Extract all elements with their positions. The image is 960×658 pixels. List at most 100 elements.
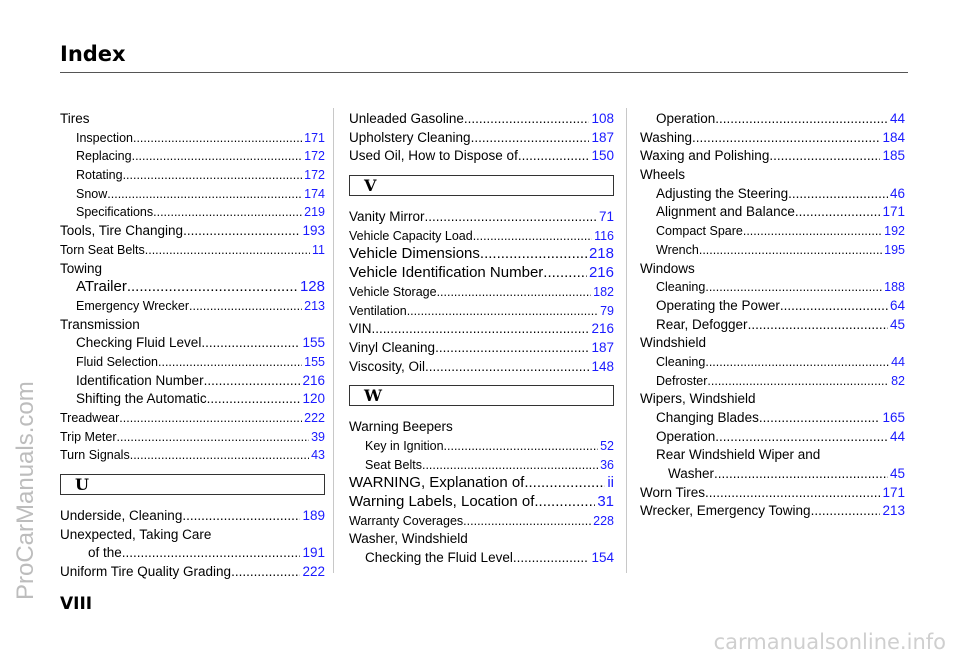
page-reference-link[interactable]: 187 xyxy=(591,339,614,355)
index-entry[interactable]: Vinyl Cleaning187 xyxy=(349,339,614,358)
page-reference-link[interactable]: 36 xyxy=(600,457,614,472)
page-reference-link[interactable]: 213 xyxy=(882,503,905,519)
page-reference-link[interactable]: 228 xyxy=(593,513,614,528)
index-entry[interactable]: Waxing and Polishing185 xyxy=(640,147,905,166)
page-reference-link[interactable]: 82 xyxy=(891,373,905,388)
index-entry[interactable]: Rotating172 xyxy=(60,166,325,185)
page-reference-link[interactable]: 11 xyxy=(312,242,325,257)
index-entry[interactable]: Turn Signals43 xyxy=(60,446,325,465)
index-entry[interactable]: Warranty Coverages228 xyxy=(349,512,614,531)
page-reference-link[interactable]: 182 xyxy=(593,284,614,299)
index-entry[interactable]: Uniform Tire Quality Grading222 xyxy=(60,563,325,582)
index-entry[interactable]: Defroster82 xyxy=(640,372,905,391)
page-reference-link[interactable]: 195 xyxy=(884,242,905,257)
index-entry[interactable]: Shifting the Automatic120 xyxy=(60,390,325,409)
index-entry[interactable]: Washer45 xyxy=(640,465,905,484)
index-entry[interactable]: Cleaning44 xyxy=(640,353,905,372)
page-reference-link[interactable]: 46 xyxy=(889,185,905,201)
page-reference-link[interactable]: 64 xyxy=(889,297,905,313)
page-reference-link[interactable]: 216 xyxy=(302,372,325,388)
page-reference-link[interactable]: 120 xyxy=(302,391,325,407)
page-reference-link[interactable]: 155 xyxy=(302,335,325,351)
page-reference-link[interactable]: 174 xyxy=(304,186,325,201)
page-reference-link[interactable]: 155 xyxy=(304,354,325,369)
index-entry[interactable]: Used Oil, How to Dispose of150 xyxy=(349,147,614,166)
index-entry[interactable]: Treadwear222 xyxy=(60,409,325,428)
index-entry[interactable]: Trip Meter39 xyxy=(60,428,325,447)
page-reference-link[interactable]: 43 xyxy=(311,448,325,463)
index-entry[interactable]: Viscosity, Oil148 xyxy=(349,358,614,377)
page-reference-link[interactable]: 71 xyxy=(598,209,614,225)
index-entry[interactable]: Specifications219 xyxy=(60,203,325,222)
index-entry[interactable]: Compact Spare192 xyxy=(640,222,905,241)
page-reference-link[interactable]: 44 xyxy=(889,111,905,126)
index-entry[interactable]: Changing Blades165 xyxy=(640,409,905,428)
page-reference-link[interactable]: 222 xyxy=(304,411,325,425)
page-reference-link[interactable]: 116 xyxy=(594,228,614,243)
page-reference-link[interactable]: 44 xyxy=(889,428,905,444)
index-entry[interactable]: Vanity Mirror71 xyxy=(349,208,614,227)
page-reference-link[interactable]: 154 xyxy=(591,550,614,566)
index-entry[interactable]: of the191 xyxy=(60,544,325,563)
index-entry[interactable]: Unleaded Gasoline108 xyxy=(349,110,614,129)
index-entry[interactable]: Operation44 xyxy=(640,428,905,447)
page-reference-link[interactable]: 52 xyxy=(600,438,614,453)
page-reference-link[interactable]: 184 xyxy=(882,129,905,145)
index-entry[interactable]: Washing184 xyxy=(640,129,905,148)
page-reference-link[interactable]: 150 xyxy=(591,148,614,164)
index-entry[interactable]: Key in Ignition52 xyxy=(349,437,614,456)
page-reference-link[interactable]: 171 xyxy=(882,204,905,220)
page-reference-link[interactable]: 222 xyxy=(302,564,325,580)
page-reference-link[interactable]: 171 xyxy=(882,484,905,500)
index-entry[interactable]: Adjusting the Steering46 xyxy=(640,185,905,204)
page-reference-link[interactable]: 191 xyxy=(302,545,325,561)
page-reference-link[interactable]: 216 xyxy=(591,321,614,337)
index-entry[interactable]: Wrench195 xyxy=(640,241,905,260)
page-reference-link[interactable]: 213 xyxy=(304,298,325,313)
index-entry[interactable]: Snow174 xyxy=(60,185,325,204)
page-reference-link[interactable]: 172 xyxy=(304,149,325,164)
index-entry[interactable]: Checking the Fluid Level154 xyxy=(349,549,614,568)
index-entry[interactable]: Inspection171 xyxy=(60,129,325,148)
index-entry[interactable]: Tools, Tire Changing193 xyxy=(60,222,325,241)
page-reference-link[interactable]: 45 xyxy=(889,316,905,332)
index-entry[interactable]: Operation44 xyxy=(640,110,905,129)
page-reference-link[interactable]: 218 xyxy=(588,245,614,263)
index-entry[interactable]: Underside, Cleaning189 xyxy=(60,507,325,526)
index-entry[interactable]: Seat Belts36 xyxy=(349,456,614,475)
page-reference-link[interactable]: 188 xyxy=(884,280,905,295)
page-reference-link[interactable]: 44 xyxy=(891,354,905,369)
index-entry[interactable]: Upholstery Cleaning187 xyxy=(349,129,614,148)
index-entry[interactable]: Checking Fluid Level155 xyxy=(60,334,325,353)
page-reference-link[interactable]: 165 xyxy=(882,410,905,425)
page-reference-link[interactable]: 187 xyxy=(591,129,614,145)
index-entry[interactable]: Identification Number216 xyxy=(60,372,325,391)
index-entry[interactable]: Replacing172 xyxy=(60,147,325,166)
page-reference-link[interactable]: 79 xyxy=(600,303,614,318)
page-reference-link[interactable]: 172 xyxy=(304,168,325,183)
index-entry[interactable]: WARNING, Explanation ofii xyxy=(349,474,614,493)
index-entry[interactable]: Vehicle Storage182 xyxy=(349,283,614,302)
page-reference-link[interactable]: 185 xyxy=(882,148,905,164)
page-reference-link[interactable]: 192 xyxy=(884,224,905,239)
page-reference-link[interactable]: 39 xyxy=(311,429,325,444)
index-entry[interactable]: Warning Labels, Location of31 xyxy=(349,493,614,512)
index-entry[interactable]: Fluid Selection155 xyxy=(60,353,325,372)
index-entry[interactable]: Alignment and Balance171 xyxy=(640,203,905,222)
index-entry[interactable]: Torn Seat Belts11 xyxy=(60,241,325,260)
page-reference-link[interactable]: 148 xyxy=(591,358,614,374)
page-reference-link[interactable]: 189 xyxy=(302,508,325,524)
index-entry[interactable]: Ventilation79 xyxy=(349,302,614,321)
page-reference-link[interactable]: 108 xyxy=(591,111,614,126)
page-reference-link[interactable]: 193 xyxy=(302,223,325,239)
index-entry[interactable]: Vehicle Dimensions218 xyxy=(349,245,614,264)
index-entry[interactable]: ATrailer128 xyxy=(60,278,325,297)
index-entry[interactable]: Wrecker, Emergency Towing213 xyxy=(640,502,905,521)
index-entry[interactable]: VIN216 xyxy=(349,320,614,339)
index-entry[interactable]: Worn Tires171 xyxy=(640,484,905,503)
page-reference-link[interactable]: 216 xyxy=(588,264,614,282)
index-entry[interactable]: Vehicle Identification Number216 xyxy=(349,264,614,283)
index-entry[interactable]: Vehicle Capacity Load116 xyxy=(349,227,614,246)
page-reference-link[interactable]: 31 xyxy=(597,493,614,510)
index-entry[interactable]: Emergency Wrecker213 xyxy=(60,297,325,316)
